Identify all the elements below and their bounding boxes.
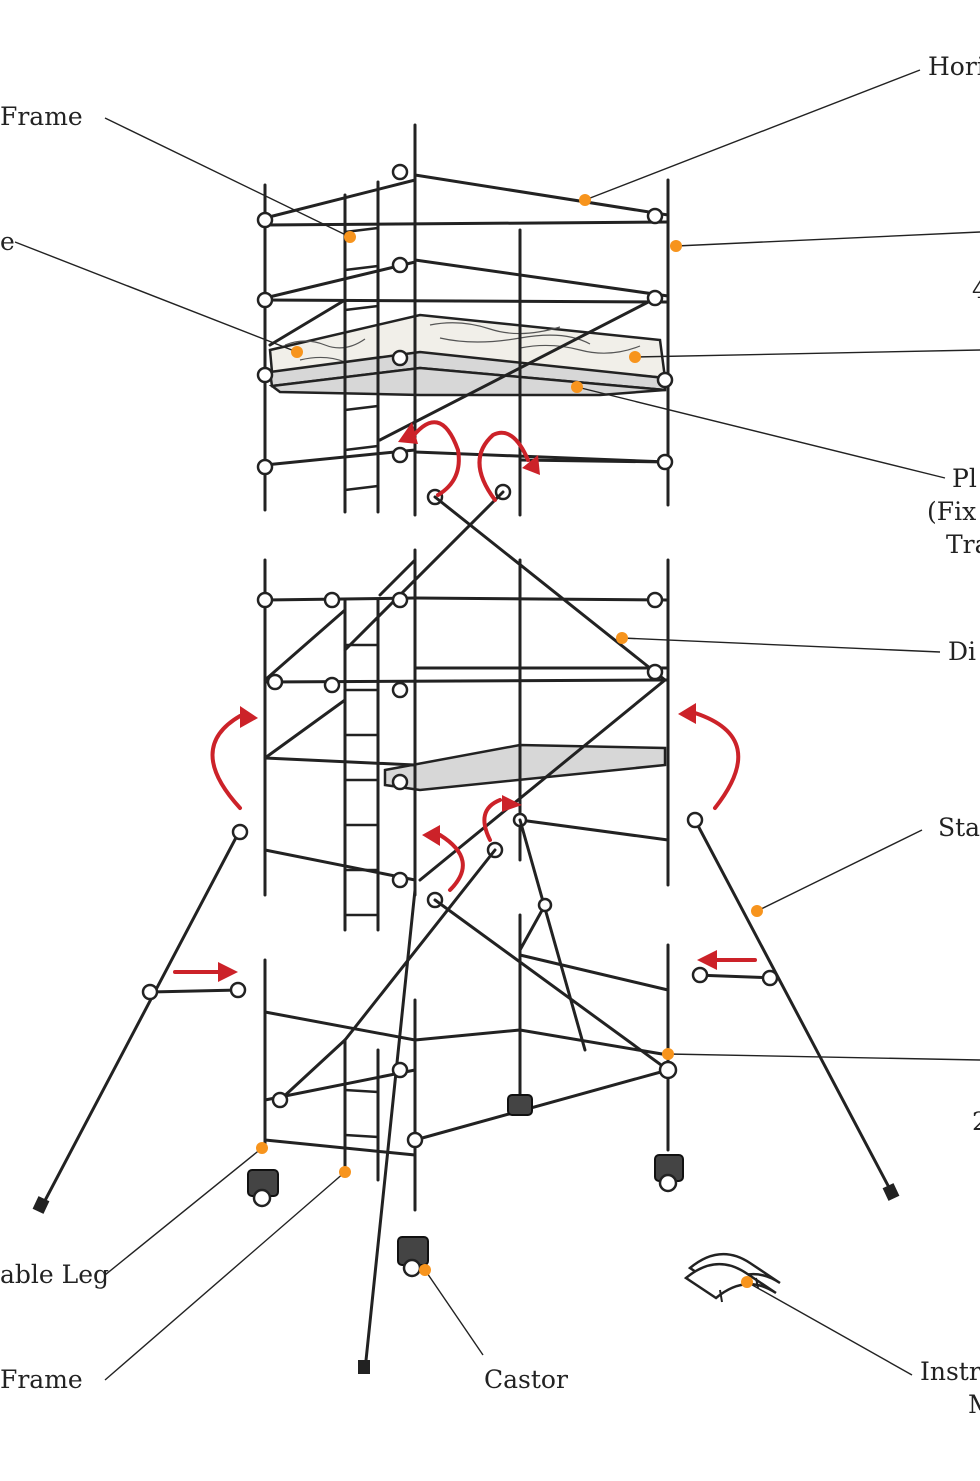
marker-dot: [616, 632, 628, 644]
label-castor: Castor: [484, 1365, 568, 1394]
marker-dot: [579, 194, 591, 206]
label-toe-board: e: [0, 227, 15, 256]
label-end-frame-top: Frame: [0, 102, 83, 131]
label-base-frame: Frame: [0, 1365, 83, 1394]
labels: Frame e Hori 4 Pl (Fix Tra Di Sta 2 able…: [0, 52, 980, 1419]
callout-markers: [256, 194, 763, 1288]
castor-wheel: [654, 1154, 684, 1193]
marker-dot: [751, 905, 763, 917]
castor-wheel: [247, 1169, 279, 1208]
castor-wheel: [507, 1094, 533, 1116]
label-stabiliser: Sta: [938, 813, 980, 842]
instruction-manual-icon: [683, 1252, 781, 1303]
label-instructions-2: M: [968, 1390, 980, 1419]
marker-dot: [741, 1276, 753, 1288]
middle-section: [256, 490, 670, 932]
marker-dot: [670, 240, 682, 252]
marker-dot: [629, 351, 641, 363]
label-diagonal: Di: [948, 637, 976, 666]
marker-dot: [571, 381, 583, 393]
marker-dot: [419, 1264, 431, 1276]
marker-dot: [256, 1142, 268, 1154]
bottom-section: [32, 811, 900, 1374]
middle-platform: [383, 743, 667, 792]
marker-dot: [339, 1166, 351, 1178]
wood-grain: [284, 322, 641, 363]
marker-dot: [291, 346, 303, 358]
label-platform: Pl: [952, 464, 977, 493]
label-platform-fix: (Fix: [927, 497, 976, 526]
label-platform-trap: Tra: [946, 530, 980, 559]
label-horizontal: Hori: [928, 52, 980, 81]
marker-dot: [662, 1048, 674, 1060]
leader-lines: [14, 69, 980, 1381]
top-section: [256, 123, 674, 517]
marker-dot: [344, 231, 356, 243]
top-platform-deck: [268, 366, 666, 397]
label-adjustable-leg: able Leg: [0, 1260, 109, 1289]
label-instructions: Instr: [920, 1357, 980, 1386]
label-two: 2: [972, 1107, 980, 1136]
label-four: 4: [972, 275, 980, 304]
assembly-arrows: [173, 420, 757, 982]
